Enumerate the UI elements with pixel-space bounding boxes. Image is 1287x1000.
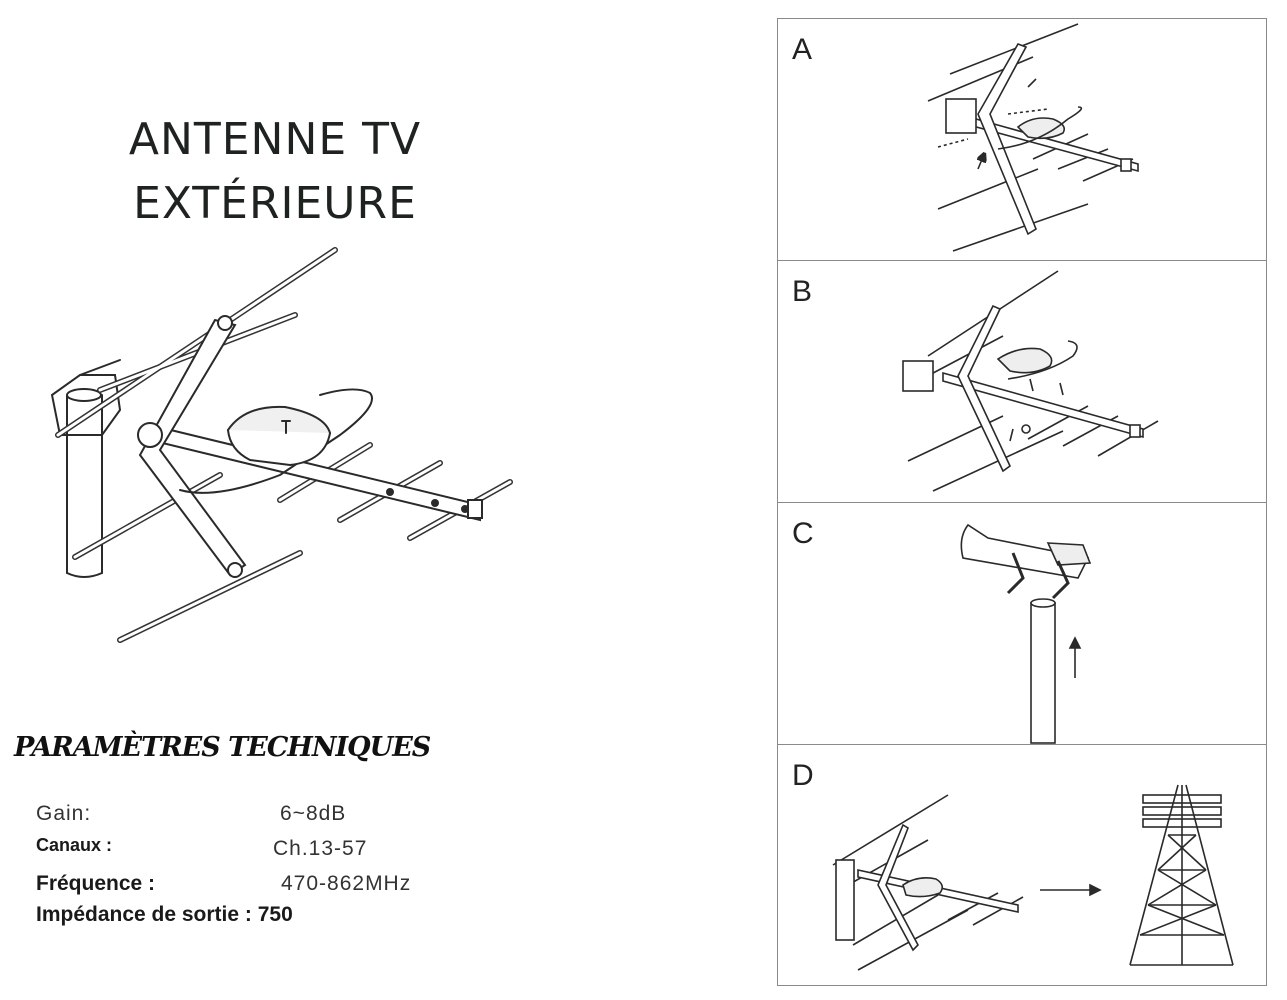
channels-value: Ch.13-57 xyxy=(273,837,368,860)
transmission-tower xyxy=(1129,784,1234,966)
installation-steps: A B xyxy=(777,18,1267,986)
dipole-arm xyxy=(137,315,247,578)
step-d-letter: D xyxy=(792,759,814,792)
gain-label: Gain: xyxy=(36,802,92,825)
step-b: B xyxy=(778,261,1266,503)
title-line-1: ANTENNE TV xyxy=(128,114,422,165)
gain-value: 6~8dB xyxy=(280,802,347,825)
step-d: D xyxy=(778,745,1266,987)
mast xyxy=(50,359,122,578)
page-title: ANTENNE TV EXTÉRIEURE xyxy=(100,108,450,236)
frequency-label: Fréquence : xyxy=(36,872,156,895)
impedance-label: Impédance de sortie : 750 xyxy=(36,903,293,926)
frequency-value: 470-862MHz xyxy=(281,872,412,895)
step-b-letter: B xyxy=(792,275,813,308)
step-c-diagram xyxy=(960,523,1092,744)
step-a-letter: A xyxy=(792,33,813,66)
title-line-2: EXTÉRIEURE xyxy=(133,178,417,229)
step-a-diagram xyxy=(927,23,1139,252)
step-b-diagram xyxy=(902,270,1159,492)
signal-loop xyxy=(179,388,373,494)
antenna-illustration xyxy=(50,247,513,643)
step-a: A xyxy=(778,19,1266,261)
params-heading: PARAMÈTRES TECHNIQUES xyxy=(14,732,431,763)
step-d-diagram xyxy=(832,784,1234,971)
step-c: C xyxy=(778,503,1266,745)
amplifier-box xyxy=(226,405,332,467)
step-c-letter: C xyxy=(792,517,814,550)
channels-label: Canaux : xyxy=(36,835,113,855)
